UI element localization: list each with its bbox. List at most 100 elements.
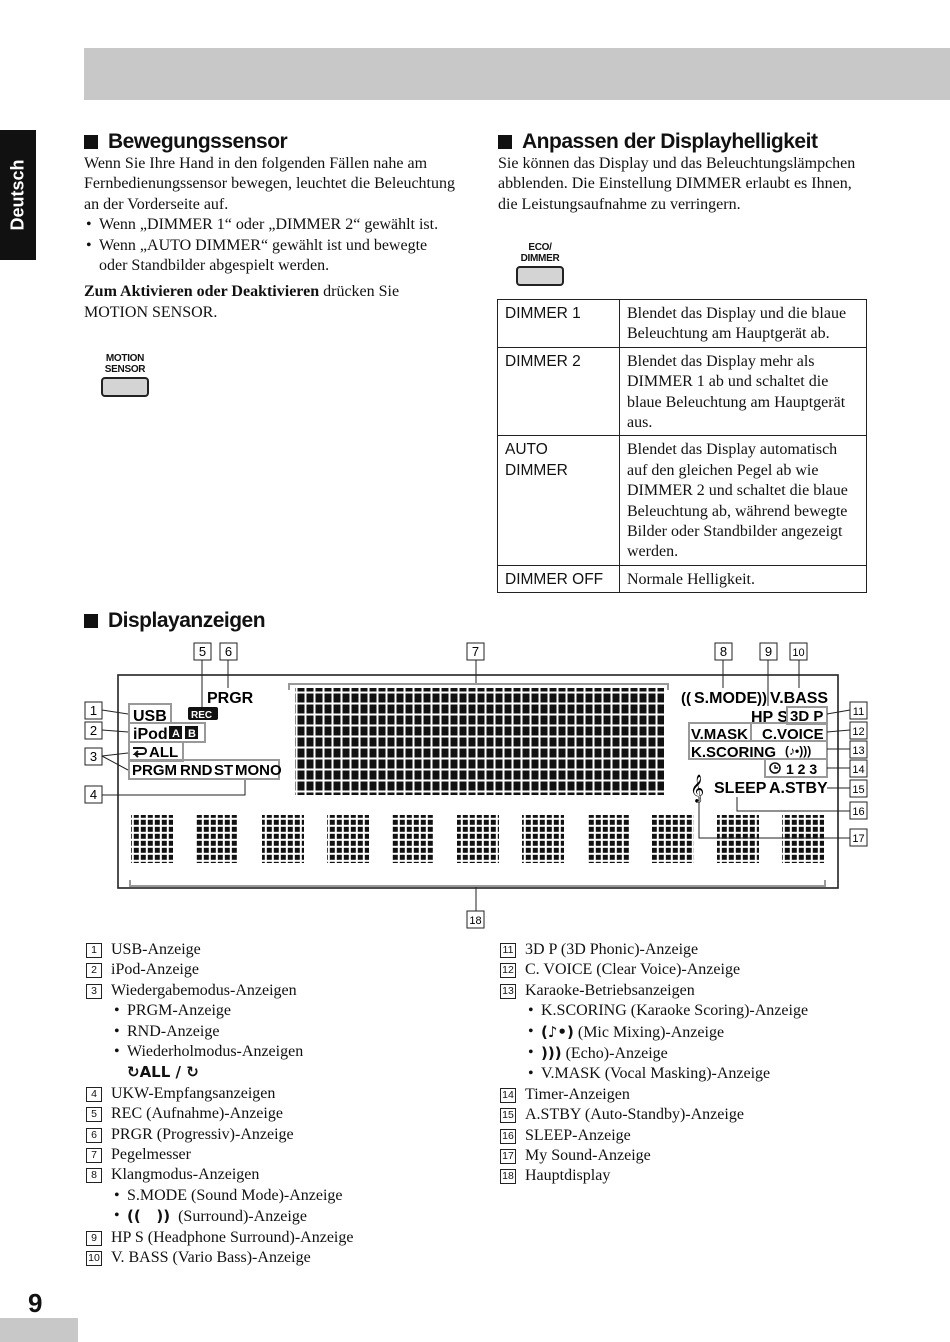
header-band (84, 48, 950, 100)
timer-icon (769, 762, 781, 774)
heading-square-icon (84, 614, 98, 628)
legend-subitem: PRGM-Anzeige (86, 1001, 486, 1022)
level-meter (295, 688, 664, 795)
svg-text:A: A (172, 728, 180, 740)
callout-1: 1 (90, 703, 97, 718)
svg-text:((: (( (681, 690, 691, 707)
brightness-intro: Sie können das Display und das Beleuchtu… (498, 155, 856, 213)
main-display (131, 815, 824, 863)
motion-intro: Wenn Sie Ihre Hand in den folgenden Fäll… (84, 155, 455, 213)
callout-16: 16 (852, 806, 864, 818)
dimmer-setting: DIMMER 1 (497, 299, 620, 348)
callout-12: 12 (852, 726, 864, 738)
language-tab-label: Deutsch (7, 159, 28, 231)
display-heading: Displayanzeigen (84, 609, 266, 633)
callout-4: 4 (90, 787, 97, 802)
smode-indicator: S.MODE (694, 690, 757, 707)
motion-sensor-section: Wenn Sie Ihre Hand in den folgenden Fäll… (84, 154, 456, 323)
callout-11: 11 (853, 706, 864, 718)
legend-subitem: ))) (Echo)-Anzeige (500, 1043, 900, 1064)
footer-band (0, 1318, 78, 1342)
callout-13: 13 (852, 745, 864, 757)
motion-sensor-button[interactable]: MOTION SENSOR (97, 353, 153, 397)
legend-subitem: S.MODE (Sound Mode)-Anzeige (86, 1186, 486, 1207)
callout-6: 6 (225, 644, 232, 659)
svg-text:B: B (188, 728, 196, 740)
echo-icon: ))) (541, 1044, 562, 1063)
dimmer-setting: AUTO DIMMER (497, 435, 620, 566)
timer-indicator: 1 2 3 (786, 761, 817, 777)
mono-indicator: MONO (235, 762, 282, 779)
legend-subitem: RND-Anzeige (86, 1022, 486, 1043)
ipod-indicator: iPod (133, 726, 168, 743)
repeat-symbols: ↻ALL / ↻ (127, 1063, 199, 1082)
callout-14: 14 (852, 764, 864, 776)
brightness-heading: Anpassen der Displayhelligkeit (498, 130, 818, 154)
mic-echo-icon: (♪•))) (785, 744, 811, 758)
cvoice-indicator: C.VOICE (762, 726, 824, 743)
svg-text:)): )) (757, 690, 767, 707)
usb-indicator: USB (133, 708, 167, 725)
prgm-indicator: PRGM (132, 762, 177, 779)
callout-10: 10 (792, 647, 804, 659)
motion-bullet: Wenn „AUTO DIMMER“ gewählt ist und beweg… (84, 236, 456, 277)
callout-17: 17 (852, 833, 864, 845)
vbass-indicator: V.BASS (770, 690, 828, 707)
legend-subitem: V.MASK (Vocal Masking)-Anzeige (500, 1064, 900, 1085)
repeat-icon (132, 747, 147, 758)
dimmer-description: Blendet das Display mehr als DIMMER 1 ab… (619, 346, 867, 437)
legend-subitem: (( )) (Surround)-Anzeige (86, 1206, 486, 1227)
st-indicator: ST (214, 762, 233, 779)
hps-indicator: HP S (751, 709, 788, 726)
repeat-icon: ↻ (127, 1063, 140, 1082)
surround-icon: (( )) (127, 1207, 171, 1226)
page-number: 9 (28, 1288, 43, 1318)
legend-subitem: Wiederholmodus-Anzeigen (86, 1042, 486, 1063)
rnd-indicator: RND (180, 762, 213, 779)
legend-subitem: K.SCORING (Karaoke Scoring)-Anzeige (500, 1001, 900, 1022)
motion-bullet: Wenn „DIMMER 1“ oder „DIMMER 2“ gewählt … (84, 215, 456, 236)
vmask-indicator: V.MASK (691, 726, 748, 743)
mic-mixing-icon: (♪•) (541, 1022, 574, 1041)
repeat-one-icon: ↻ (186, 1063, 199, 1082)
astby-indicator: A.STBY (769, 780, 828, 797)
callout-9: 9 (765, 644, 772, 659)
rec-indicator: REC (191, 710, 212, 721)
motion-instruction: Zum Aktivieren oder Deaktivieren drücken… (84, 283, 400, 321)
callout-7: 7 (472, 644, 479, 659)
3dp-indicator: 3D P (790, 708, 823, 725)
motion-sensor-heading: Bewegungssensor (84, 130, 288, 154)
dimmer-setting: DIMMER 2 (497, 346, 620, 437)
eco-dimmer-button[interactable]: ECO/ DIMMER (512, 242, 568, 286)
language-tab: Deutsch (0, 130, 36, 260)
dimmer-description: Blendet das Display automatisch auf den … (619, 435, 867, 566)
callout-15: 15 (852, 784, 864, 796)
callout-18: 18 (469, 915, 481, 927)
dimmer-description: Blendet das Display und die blaue Beleuc… (619, 299, 867, 348)
heading-square-icon (84, 135, 98, 149)
heading-square-icon (498, 135, 512, 149)
callout-8: 8 (720, 644, 727, 659)
